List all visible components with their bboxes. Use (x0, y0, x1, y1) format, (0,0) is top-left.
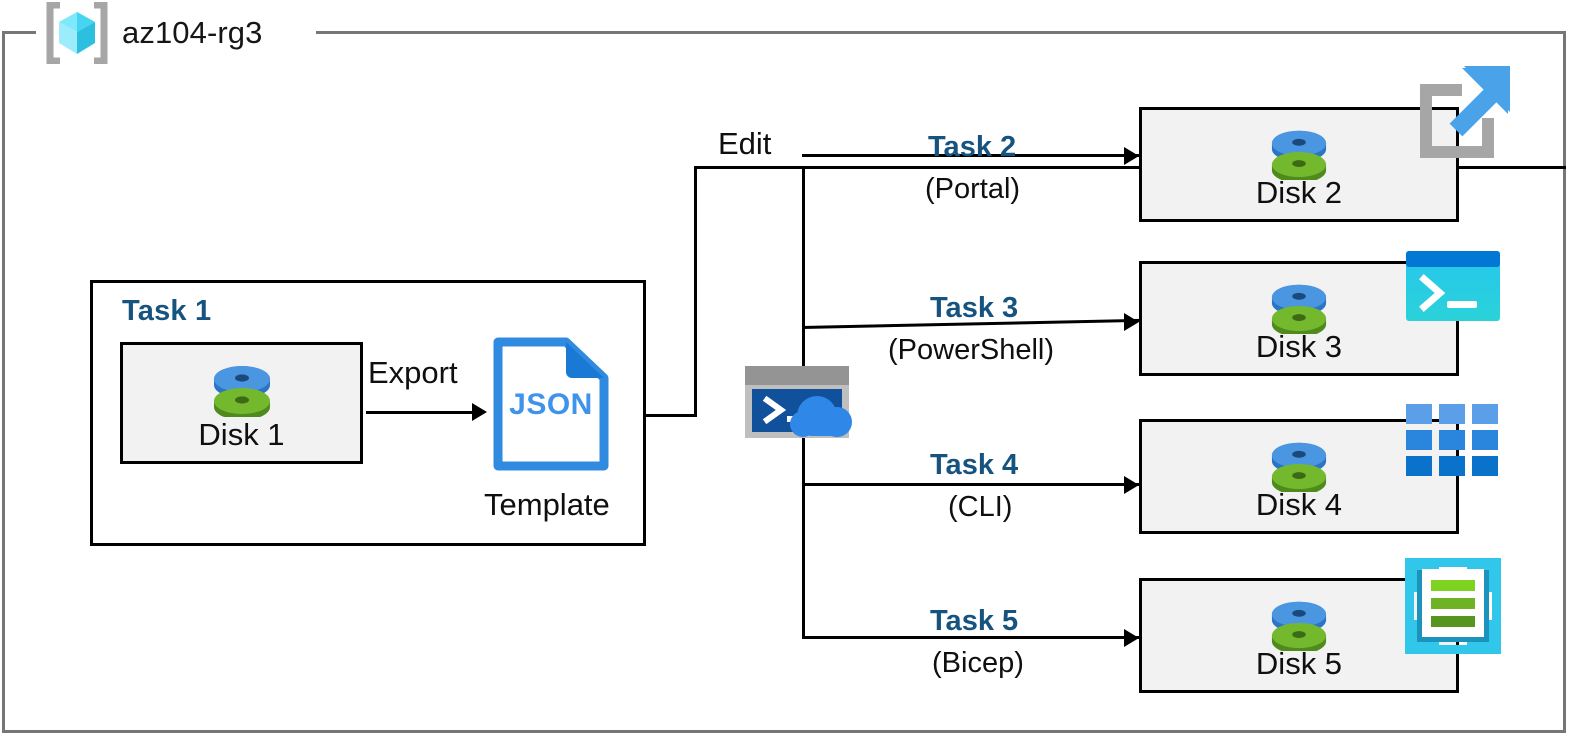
task2-arrow-line (802, 154, 1140, 157)
azure-cloud-shell-icon (745, 366, 857, 438)
task5-arrow-line (802, 636, 1140, 639)
task3-label: Task 3 (930, 292, 1019, 324)
disk2-caption: Disk 2 (1255, 175, 1343, 210)
task4-label: Task 4 (930, 449, 1019, 481)
template-caption: Template (484, 487, 610, 522)
managed-disk-icon (1269, 593, 1329, 656)
resource-group-frame (2, 31, 1566, 733)
task4-method-label: (CLI) (948, 491, 1013, 523)
edit-connector-h1 (646, 414, 694, 417)
managed-disk-icon (1269, 276, 1329, 339)
disk3-caption: Disk 3 (1255, 329, 1343, 364)
task5-arrow-head (1124, 629, 1139, 647)
edit-label: Edit (718, 126, 772, 161)
task5-label: Task 5 (930, 605, 1019, 637)
task4-arrow-head (1124, 476, 1139, 494)
resource-group-header: az104-rg3 (44, 1, 263, 65)
resource-group-name: az104-rg3 (122, 15, 263, 50)
azure-resource-group-cube-icon (44, 1, 110, 65)
azure-portal-icon (1404, 62, 1514, 175)
disk4-box: Disk 4 (1139, 419, 1459, 534)
export-label: Export (368, 355, 458, 390)
disk3-box: Disk 3 (1139, 261, 1459, 376)
edit-connector-v (694, 166, 697, 417)
task1-label: Task 1 (122, 295, 212, 327)
task2-method-label: (Portal) (925, 173, 1021, 205)
disk1-caption: Disk 1 (198, 417, 285, 452)
task5-method-label: (Bicep) (932, 647, 1024, 679)
powershell-icon (1406, 251, 1500, 326)
json-file-icon: JSON (492, 336, 610, 472)
bicep-icon (1404, 557, 1502, 659)
disk5-box: Disk 5 (1139, 578, 1459, 693)
task3-method-label: (PowerShell) (888, 334, 1054, 366)
task3-arrow-head (1124, 313, 1139, 331)
export-arrow-head (472, 403, 487, 421)
managed-disk-icon (1269, 434, 1329, 497)
edit-connector-h2 (694, 166, 1566, 169)
disk5-caption: Disk 5 (1255, 646, 1343, 681)
managed-disk-icon (211, 357, 273, 422)
task2-label: Task 2 (928, 131, 1017, 163)
azure-cli-grid-icon (1406, 404, 1498, 481)
task2-arrow-head (1124, 147, 1139, 165)
disk4-caption: Disk 4 (1255, 487, 1343, 522)
disk1-box: Disk 1 (120, 342, 363, 464)
json-file-label: JSON (509, 388, 593, 421)
managed-disk-icon (1269, 122, 1329, 185)
disk2-box: Disk 2 (1139, 107, 1459, 222)
export-arrow-line (366, 411, 476, 414)
task4-arrow-line (802, 483, 1140, 486)
